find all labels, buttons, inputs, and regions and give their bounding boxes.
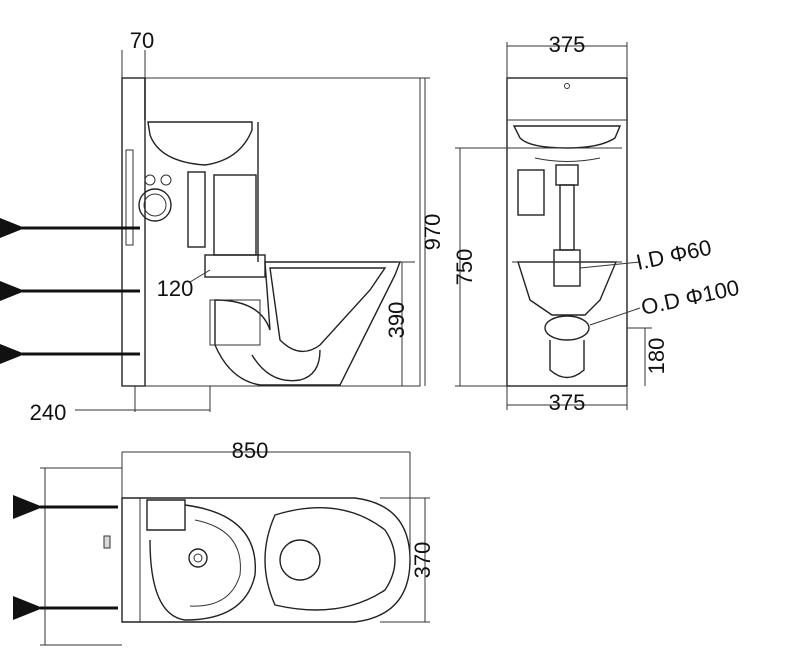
dim-width-top-375: 375	[549, 32, 586, 57]
wall-bracket	[125, 149, 134, 246]
front-frame	[506, 77, 628, 387]
dim-height-970: 970	[420, 214, 445, 251]
outlet-circle	[279, 539, 321, 581]
top-basin	[149, 504, 256, 621]
dim-length-850: 850	[232, 438, 269, 463]
gauge-icon	[138, 188, 172, 222]
side-view: 970 390 70 120 240	[0, 28, 445, 425]
dim-outlet-180: 180	[644, 338, 669, 375]
front-basin	[512, 125, 622, 149]
front-view: 375 375 750 180 I.D Φ60 O.D Φ100	[452, 32, 741, 415]
front-pipe	[559, 184, 575, 251]
cistern	[213, 174, 257, 256]
dim-pipe-120: 120	[157, 276, 194, 301]
dim-width-370: 370	[410, 542, 435, 579]
top-toilet-bowl	[264, 507, 396, 611]
top-outline	[121, 497, 411, 623]
dim-width-bottom-375: 375	[549, 390, 586, 415]
top-view: 850 370	[12, 438, 435, 646]
drain-pipe	[187, 171, 206, 248]
toilet-bowl	[214, 261, 402, 386]
dim-bowl-height-390: 390	[384, 302, 409, 339]
side-frame	[122, 77, 421, 387]
drain-icon	[188, 548, 208, 568]
label-outer-diameter: O.D Φ100	[639, 275, 742, 320]
wash-basin	[147, 121, 253, 166]
label-inner-diameter: I.D Φ60	[634, 235, 714, 275]
dim-top-70: 70	[130, 28, 154, 53]
outlet-ellipse	[544, 315, 590, 341]
dim-height-750: 750	[452, 249, 477, 286]
dim-depth-240: 240	[30, 400, 67, 425]
